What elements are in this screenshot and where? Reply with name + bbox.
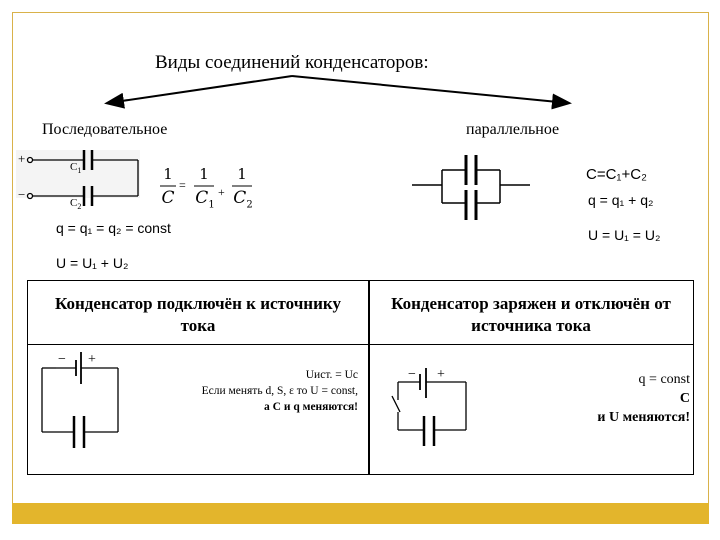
slide-title: Виды соединений конденсаторов:: [155, 52, 429, 73]
disconnected-source-box: [369, 280, 694, 475]
left-plus-sign: +: [88, 352, 96, 367]
left-note-line3: а C и q меняются!: [264, 401, 358, 413]
formula-t2-num: 1: [237, 165, 247, 183]
cap-label-c1: C1: [70, 161, 82, 176]
right-note-line1: q = const: [638, 372, 690, 387]
formula-t2-den: C2: [233, 188, 253, 211]
series-u-equation: U = U₁ + U₂: [56, 255, 129, 271]
right-box-circuit: [391, 368, 467, 446]
connected-source-title: Конденсатор подключён к источнику тока: [55, 294, 341, 335]
formula-eq: =: [179, 178, 186, 192]
left-note-line2: Если менять d, S, ε то U = const,: [201, 385, 358, 397]
left-box-note: Uист. = Uc Если менять d, S, ε то U = co…: [202, 367, 358, 415]
right-box-note: q = const C и U меняются!: [597, 370, 690, 427]
left-minus-sign: −: [58, 352, 66, 367]
cap-label-c2: C2: [70, 197, 82, 212]
formula-lhs-num: 1: [163, 165, 173, 183]
terminal-minus: −: [18, 187, 26, 202]
series-label: Последовательное: [42, 121, 168, 138]
right-note-line2: C: [679, 391, 690, 406]
terminal-plus: +: [18, 151, 26, 166]
formula-lhs-den: C: [161, 188, 175, 208]
left-box-divider: [27, 344, 369, 345]
series-q-equation: q = q₁ = q₂ = const: [56, 220, 171, 236]
parallel-q-equation: q = q₁ + q₂: [588, 192, 654, 208]
right-plus-sign: +: [437, 367, 445, 382]
arrow-right: [291, 75, 572, 110]
connected-source-box: [27, 280, 369, 475]
right-minus-sign: −: [408, 367, 416, 382]
arrow-left: [104, 75, 293, 109]
right-note-line3: и U меняются!: [597, 410, 690, 425]
disconnected-source-title: Конденсатор заряжен и отключён от источн…: [391, 294, 671, 335]
parallel-c-equation: C=C₁+C₂: [586, 166, 647, 183]
formula-t1-den: C1: [195, 188, 215, 211]
left-box-circuit: [41, 352, 119, 448]
parallel-u-equation: U = U₁ = U₂: [588, 227, 661, 243]
right-box-divider: [369, 344, 694, 345]
formula-plus: +: [218, 185, 225, 199]
formula-t1-num: 1: [199, 165, 209, 183]
parallel-circuit: [412, 155, 530, 220]
series-circuit: [16, 150, 140, 206]
bottom-accent-bar: [12, 503, 709, 524]
parallel-label: параллельное: [466, 121, 560, 138]
left-note-line1: Uист. = Uc: [305, 369, 358, 381]
